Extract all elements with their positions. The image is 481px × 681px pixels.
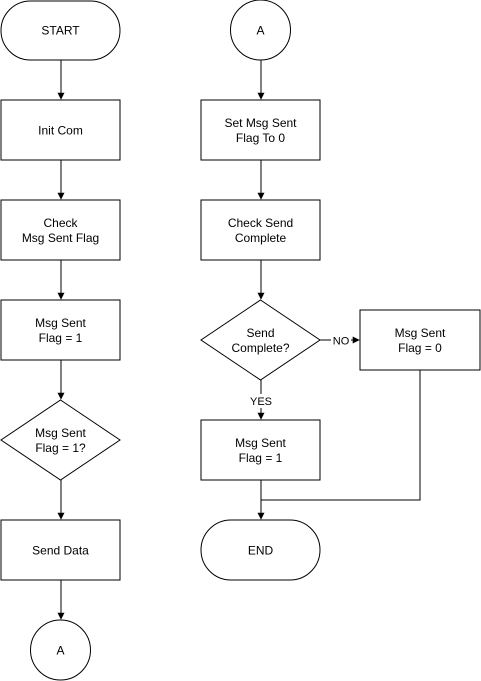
check-complete-process: Check Send Complete (200, 199, 321, 261)
check-flag-label-1: Check (43, 216, 78, 230)
complete-decision-label-1: Send (246, 326, 274, 340)
init-com-process: Init Com (0, 99, 121, 161)
flag-zero-label-2: Flag = 0 (398, 341, 442, 355)
start-terminator: START (0, 0, 121, 61)
set-flag-process: Msg Sent Flag = 1 (0, 299, 121, 361)
flag-zero-process: Msg Sent Flag = 0 (359, 309, 481, 371)
yes-label: YES (250, 396, 272, 408)
send-data-process: Send Data (0, 519, 121, 581)
check-flag-label-2: Msg Sent Flag (22, 231, 99, 245)
flag-zero-label-1: Msg Sent (395, 326, 446, 340)
no-label: NO (333, 336, 350, 348)
complete-decision-label-2: Complete? (231, 341, 289, 355)
connector-a-left-label: A (56, 644, 64, 658)
check-flag-process: Check Msg Sent Flag (0, 199, 121, 261)
reset-flag-label-1: Set Msg Sent (224, 116, 297, 130)
no-label-bg (331, 333, 351, 347)
connector-a-left: A (30, 619, 91, 681)
send-data-label: Send Data (32, 544, 89, 558)
flag-one-process: Msg Sent Flag = 1 (200, 419, 321, 481)
yes-label-bg (247, 394, 275, 408)
set-flag-label-1: Msg Sent (35, 316, 86, 330)
set-flag-label-2: Flag = 1 (39, 331, 83, 345)
check-complete-label-2: Complete (235, 231, 287, 245)
edge-flag-zero-merge (261, 370, 421, 501)
flag-one-label-1: Msg Sent (235, 436, 286, 450)
end-terminator: END (200, 519, 321, 581)
check-complete-label-1: Check Send (228, 216, 293, 230)
complete-decision: Send Complete? (200, 299, 321, 381)
reset-flag-process: Set Msg Sent Flag To 0 (200, 99, 321, 161)
start-label: START (41, 24, 80, 38)
end-label: END (248, 544, 274, 558)
connector-a-right-label: A (256, 24, 264, 38)
init-com-label: Init Com (38, 124, 83, 138)
reset-flag-label-2: Flag To 0 (236, 131, 285, 145)
flag-one-label-2: Flag = 1 (239, 451, 283, 465)
flag-decision-label-1: Msg Sent (35, 426, 86, 440)
flag-decision: Msg Sent Flag = 1? (0, 399, 121, 481)
connector-a-right: A (230, 0, 291, 61)
flag-decision-label-2: Flag = 1? (35, 441, 86, 455)
